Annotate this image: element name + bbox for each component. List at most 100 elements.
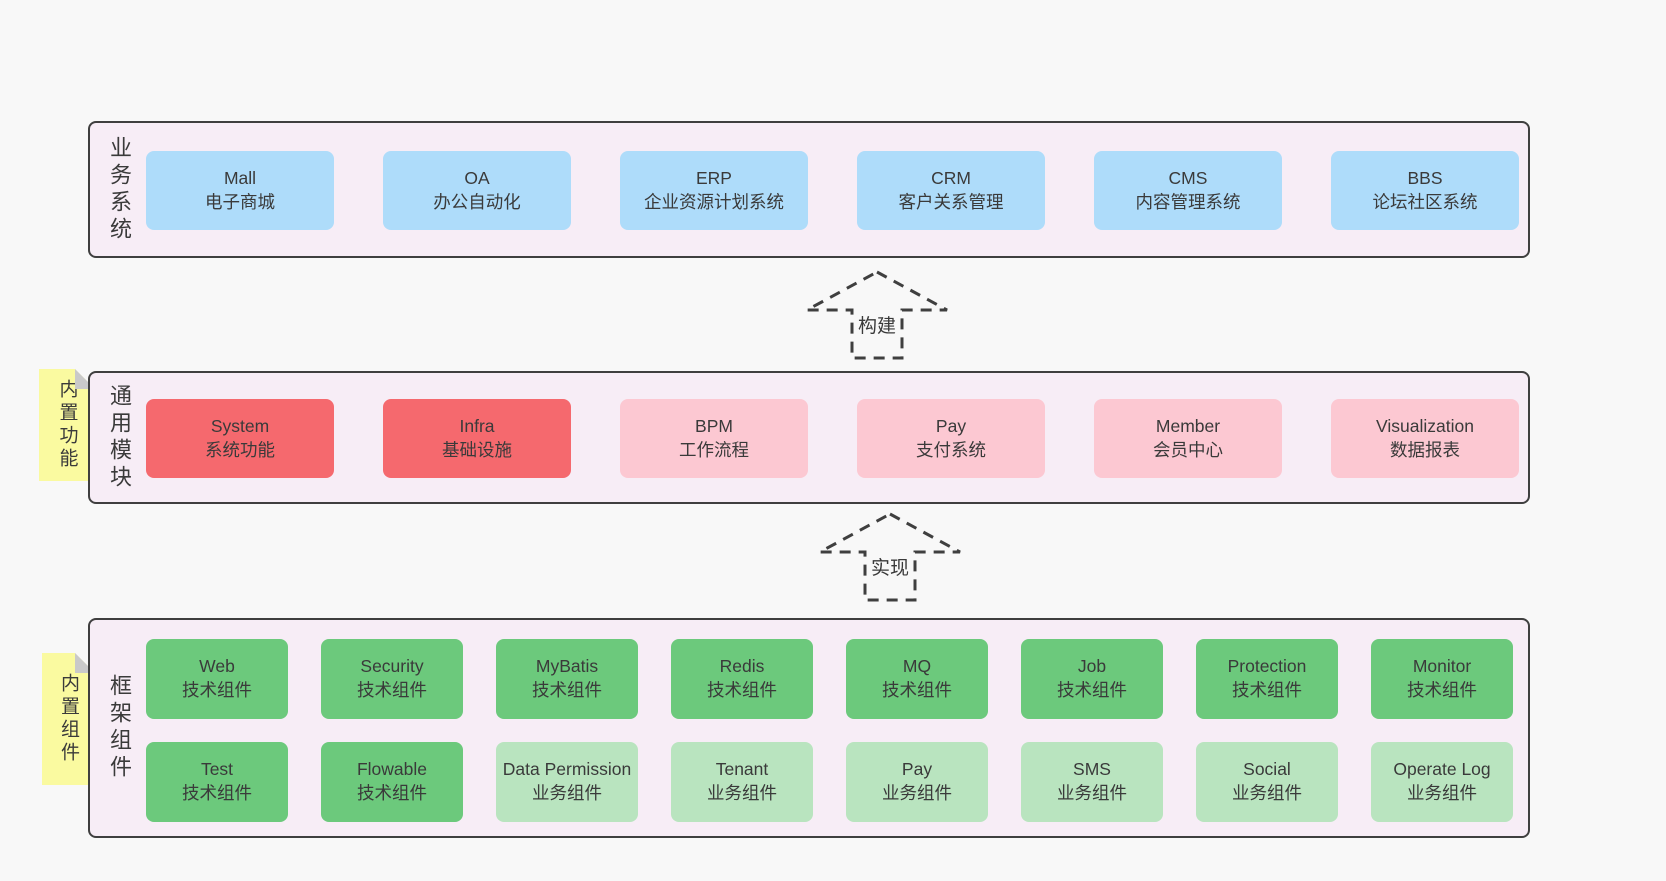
box-redis: Redis 技术组件 bbox=[671, 639, 813, 719]
box-title: Social bbox=[1243, 759, 1291, 780]
band-common-modules: 通用模块 System 系统功能 Infra 基础设施 BPM 工作流程 Pay… bbox=[88, 371, 1530, 504]
box-subtitle: 技术组件 bbox=[1057, 680, 1127, 700]
box-flowable: Flowable 技术组件 bbox=[321, 742, 463, 822]
box-infra: Infra 基础设施 bbox=[383, 399, 571, 478]
box-system: System 系统功能 bbox=[146, 399, 334, 478]
box-subtitle: 技术组件 bbox=[707, 680, 777, 700]
arrow-label-implement: 实现 bbox=[867, 552, 913, 581]
box-title: System bbox=[210, 415, 270, 436]
box-subtitle: 企业资源计划系统 bbox=[644, 191, 784, 212]
box-title: MyBatis bbox=[535, 656, 599, 677]
box-title: Protection bbox=[1227, 656, 1307, 677]
box-erp: ERP 企业资源计划系统 bbox=[620, 151, 808, 230]
box-title: Visualization bbox=[1376, 415, 1474, 436]
box-title: BPM bbox=[695, 415, 733, 436]
arrow-up-build: 构建 bbox=[804, 269, 950, 361]
band3-row-2: Test 技术组件 Flowable 技术组件 Data Permission … bbox=[146, 742, 1513, 822]
box-data-permission: Data Permission 业务组件 bbox=[496, 742, 638, 822]
box-sms: SMS 业务组件 bbox=[1021, 742, 1163, 822]
band-label-common-modules: 通用模块 bbox=[107, 383, 132, 492]
box-crm: CRM 客户关系管理 bbox=[857, 151, 1045, 230]
box-subtitle: 论坛社区系统 bbox=[1372, 191, 1478, 212]
arrow-label-build: 构建 bbox=[854, 310, 900, 339]
box-protection: Protection 技术组件 bbox=[1196, 639, 1338, 719]
box-monitor: Monitor 技术组件 bbox=[1371, 639, 1513, 719]
box-mall: Mall 电子商城 bbox=[146, 151, 334, 230]
box-subtitle: 基础设施 bbox=[442, 439, 512, 460]
box-subtitle: 技术组件 bbox=[182, 680, 252, 700]
band-label-business-systems: 业务系统 bbox=[107, 135, 132, 244]
band-label-framework-components: 框架组件 bbox=[107, 674, 132, 782]
sticky-note-label: 内置功能 bbox=[56, 379, 78, 471]
arrow-up-implement: 实现 bbox=[817, 511, 963, 603]
box-title: CRM bbox=[931, 167, 971, 188]
box-title: Test bbox=[200, 759, 234, 780]
box-title: Mall bbox=[223, 167, 257, 188]
box-subtitle: 技术组件 bbox=[1232, 680, 1302, 700]
box-subtitle: 系统功能 bbox=[205, 439, 275, 460]
box-social: Social 业务组件 bbox=[1196, 742, 1338, 822]
box-subtitle: 业务组件 bbox=[707, 783, 777, 803]
band-business-systems: 业务系统 Mall 电子商城 OA 办公自动化 ERP 企业资源计划系统 CRM… bbox=[88, 121, 1530, 258]
box-title: ERP bbox=[696, 167, 732, 188]
box-bbs: BBS 论坛社区系统 bbox=[1331, 151, 1519, 230]
box-title: Member bbox=[1155, 415, 1221, 436]
box-subtitle: 业务组件 bbox=[882, 783, 952, 803]
box-title: Pay bbox=[935, 415, 967, 436]
dashed-up-arrow-icon bbox=[819, 512, 961, 602]
box-title: Infra bbox=[459, 415, 495, 436]
box-subtitle: 工作流程 bbox=[679, 439, 749, 460]
box-subtitle: 技术组件 bbox=[357, 680, 427, 700]
box-subtitle: 技术组件 bbox=[357, 783, 427, 803]
box-mybatis: MyBatis 技术组件 bbox=[496, 639, 638, 719]
box-title: Tenant bbox=[715, 759, 769, 780]
box-test: Test 技术组件 bbox=[146, 742, 288, 822]
box-bpm: BPM 工作流程 bbox=[620, 399, 808, 478]
box-tenant: Tenant 业务组件 bbox=[671, 742, 813, 822]
box-subtitle: 内容管理系统 bbox=[1135, 191, 1241, 212]
box-title: Redis bbox=[719, 656, 765, 677]
box-subtitle: 技术组件 bbox=[882, 680, 952, 700]
box-security: Security 技术组件 bbox=[321, 639, 463, 719]
band1-row: Mall 电子商城 OA 办公自动化 ERP 企业资源计划系统 CRM 客户关系… bbox=[146, 151, 1519, 230]
box-cms: CMS 内容管理系统 bbox=[1094, 151, 1282, 230]
box-mq: MQ 技术组件 bbox=[846, 639, 988, 719]
band3-row-1: Web 技术组件 Security 技术组件 MyBatis 技术组件 Redi… bbox=[146, 639, 1513, 719]
box-subtitle: 电子商城 bbox=[205, 191, 275, 212]
box-title: Security bbox=[360, 656, 424, 677]
box-subtitle: 技术组件 bbox=[1407, 680, 1477, 700]
box-member: Member 会员中心 bbox=[1094, 399, 1282, 478]
box-subtitle: 会员中心 bbox=[1153, 439, 1223, 460]
box-title: MQ bbox=[902, 656, 932, 677]
sticky-note-label: 内置组件 bbox=[58, 673, 79, 765]
box-title: Pay bbox=[901, 759, 933, 780]
box-pay: Pay 支付系统 bbox=[857, 399, 1045, 478]
box-operate-log: Operate Log 业务组件 bbox=[1371, 742, 1513, 822]
box-subtitle: 数据报表 bbox=[1390, 439, 1460, 460]
box-subtitle: 业务组件 bbox=[532, 783, 602, 803]
box-subtitle: 业务组件 bbox=[1407, 783, 1477, 803]
box-subtitle: 客户关系管理 bbox=[898, 191, 1004, 212]
box-subtitle: 业务组件 bbox=[1232, 783, 1302, 803]
box-title: OA bbox=[464, 167, 490, 188]
box-oa: OA 办公自动化 bbox=[383, 151, 571, 230]
box-title: BBS bbox=[1407, 167, 1443, 188]
box-subtitle: 技术组件 bbox=[182, 783, 252, 803]
box-subtitle: 办公自动化 bbox=[433, 191, 521, 212]
band-framework-components: 框架组件 Web 技术组件 Security 技术组件 MyBatis 技术组件… bbox=[88, 618, 1530, 838]
band2-row: System 系统功能 Infra 基础设施 BPM 工作流程 Pay 支付系统… bbox=[146, 399, 1519, 478]
box-title: Data Permission bbox=[502, 759, 632, 780]
box-title: Monitor bbox=[1412, 656, 1472, 677]
box-title: SMS bbox=[1073, 759, 1111, 780]
dashed-up-arrow-icon bbox=[806, 270, 948, 360]
box-title: Flowable bbox=[356, 759, 428, 780]
box-subtitle: 业务组件 bbox=[1057, 783, 1127, 803]
box-subtitle: 技术组件 bbox=[532, 680, 602, 700]
box-pay-business: Pay 业务组件 bbox=[846, 742, 988, 822]
box-title: CMS bbox=[1168, 167, 1208, 188]
box-subtitle: 支付系统 bbox=[916, 439, 986, 460]
box-title: Web bbox=[199, 656, 235, 677]
box-job: Job 技术组件 bbox=[1021, 639, 1163, 719]
box-web: Web 技术组件 bbox=[146, 639, 288, 719]
